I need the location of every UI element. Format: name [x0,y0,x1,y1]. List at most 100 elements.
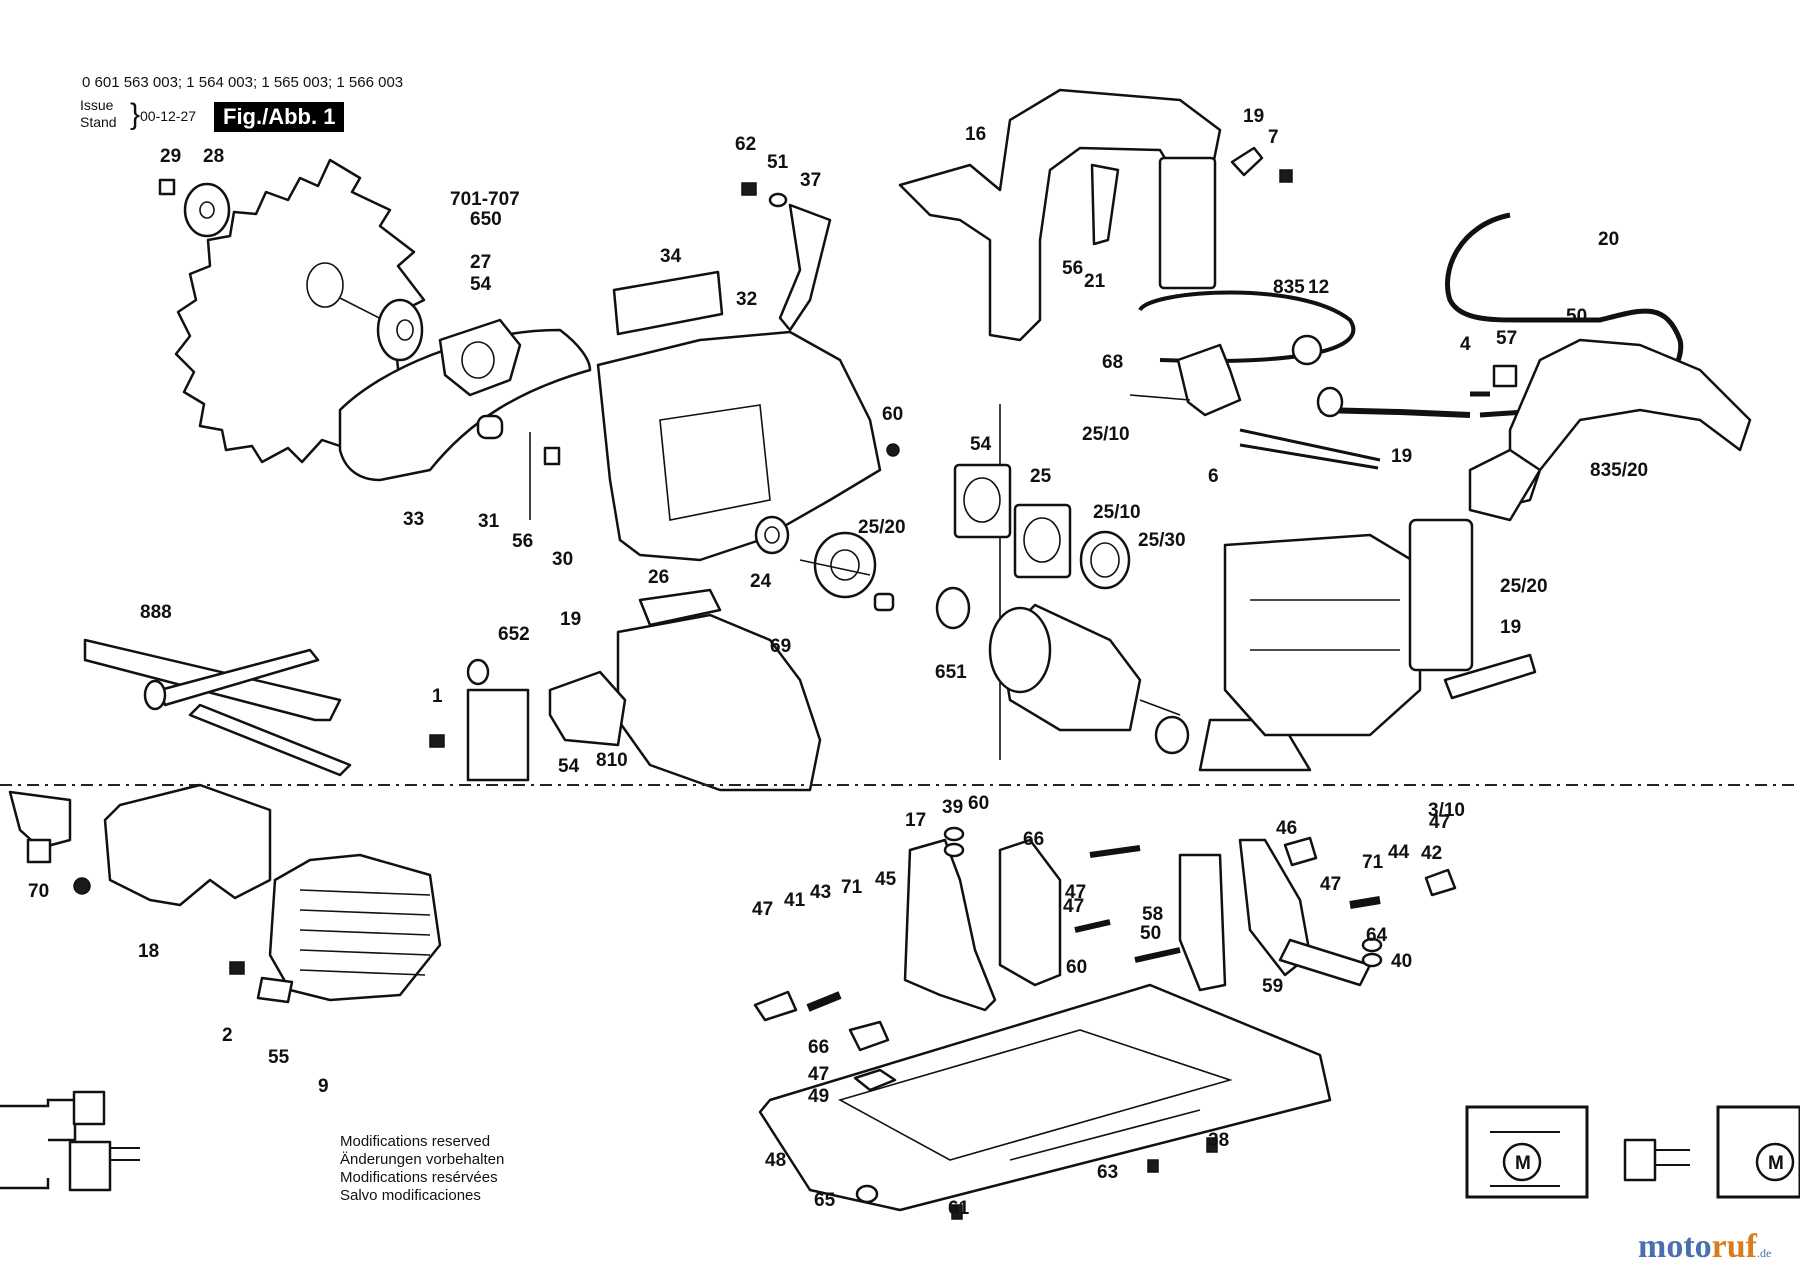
part-callout: 25/20 [858,517,906,538]
wiring-schematic-right: M M [1465,1105,1800,1199]
brand-tld: .de [1756,1246,1772,1260]
wiring-schematic-left [0,1090,140,1192]
part-callout: 58 [1142,904,1163,925]
part-callout: 20 [1598,229,1619,250]
part-callout: 888 [140,602,172,623]
part-callout: 48 [765,1150,786,1171]
part-callout: 46 [1276,818,1297,839]
part-callout: 651 [935,662,967,683]
part-callout: 49 [808,1086,829,1107]
part-callout: 47 [1429,812,1450,833]
saw-blade-drawing [174,158,426,464]
part-callout: 70 [28,881,49,902]
part-callout: 54 [470,274,492,295]
part-callout: 47 [752,899,773,920]
part-callout: 19 [1391,446,1412,467]
part-callout: 39 [942,797,963,818]
model-numbers: 0 601 563 003; 1 564 003; 1 565 003; 1 5… [82,74,404,91]
part-callout: 66 [808,1037,829,1058]
part-callout: 6 [1208,466,1219,487]
part-callout: 64 [1366,925,1388,946]
brace-icon: } [130,98,141,131]
part-callout: 810 [596,750,628,771]
part-callout: 47 [1065,882,1086,903]
part-callout: 31 [478,511,500,532]
part-callout: 650 [470,209,502,230]
part-callout: 43 [810,882,831,903]
brand-logo: motoruf.de [1638,1228,1771,1266]
part-callout: 38 [1208,1130,1229,1151]
part-callout: 33 [403,509,424,530]
part-callout: 30 [552,549,573,570]
part-callout: 50 [1566,306,1587,327]
part-callout: 25/10 [1093,502,1141,523]
part-callout: 25 [1030,466,1052,487]
motor-symbol-2: M [1768,1153,1784,1174]
part-callout: 50 [1140,923,1161,944]
part-callout: 4 [1460,334,1471,355]
part-callout: 652 [498,624,530,645]
part-callout: 25/20 [1500,576,1548,597]
issue-label: Issue [80,97,114,113]
stand-label: Stand [80,114,117,130]
figure-label: Fig./Abb. 1 [214,102,345,132]
part-callout: 25/30 [1138,530,1186,551]
part-callout: 27 [470,252,491,273]
part-callout: 62 [735,134,756,155]
modifications-line-fr: Modifications resérvées [340,1169,498,1186]
part-callout: 19 [560,609,581,630]
part-callout: 68 [1102,352,1123,373]
part-callout: 60 [882,404,903,425]
brand-text-1: moto [1638,1228,1712,1265]
issue-stand-labels: Issue Stand [80,97,117,131]
part-callout: 71 [1362,852,1384,873]
part-callout: 26 [648,567,669,588]
part-callout: 21 [1084,271,1106,292]
part-callout: 54 [558,756,580,777]
modifications-notice: Modifications reserved Änderungen vorbeh… [340,1133,504,1205]
part-callout: 34 [660,246,682,267]
part-callout: 40 [1391,951,1412,972]
part-callout: 2 [222,1025,233,1046]
part-callout: 32 [736,289,757,310]
part-callout: 65 [814,1190,836,1211]
part-callout: 835 [1273,277,1305,298]
part-callout: 44 [1388,842,1410,863]
part-callout: 18 [138,941,159,962]
part-callout: 24 [750,571,772,592]
brand-text-2: ruf [1711,1228,1757,1265]
part-callout: 47 [1063,896,1084,917]
part-callout: 701-707 [450,189,520,210]
modifications-line-de: Änderungen vorbehalten [340,1151,505,1168]
part-callout: 25/10 [1082,424,1130,445]
part-callout: 1 [432,686,443,707]
modifications-line-es: Salvo modificaciones [340,1187,481,1204]
part-callout: 29 [160,146,181,167]
part-callout: 66 [1023,829,1044,850]
part-callout: 56 [1062,258,1083,279]
part-callout: 56 [512,531,533,552]
part-callout: 55 [268,1047,290,1068]
part-callout: 7 [1268,127,1279,148]
part-callout: 9 [318,1076,329,1097]
part-callout: 19 [1243,106,1264,127]
part-callout: 41 [784,890,806,911]
part-callout: 17 [905,810,926,831]
part-callout: 835/20 [1590,460,1648,481]
modifications-line-en: Modifications reserved [340,1133,491,1150]
issue-date: 00-12-27 [140,108,197,124]
motor-symbol: M [1515,1153,1531,1174]
part-callout: 51 [767,152,789,173]
part-callout: 19 [1500,617,1521,638]
part-callout: 28 [203,146,224,167]
part-callout: 12 [1308,277,1329,298]
part-callout: 71 [841,877,863,898]
part-callout: 45 [875,869,897,890]
part-callout: 54 [970,434,992,455]
part-callout: 63 [1097,1162,1118,1183]
part-callout: 47 [808,1064,829,1085]
part-callout: 16 [965,124,986,145]
part-callout: 60 [1066,957,1087,978]
